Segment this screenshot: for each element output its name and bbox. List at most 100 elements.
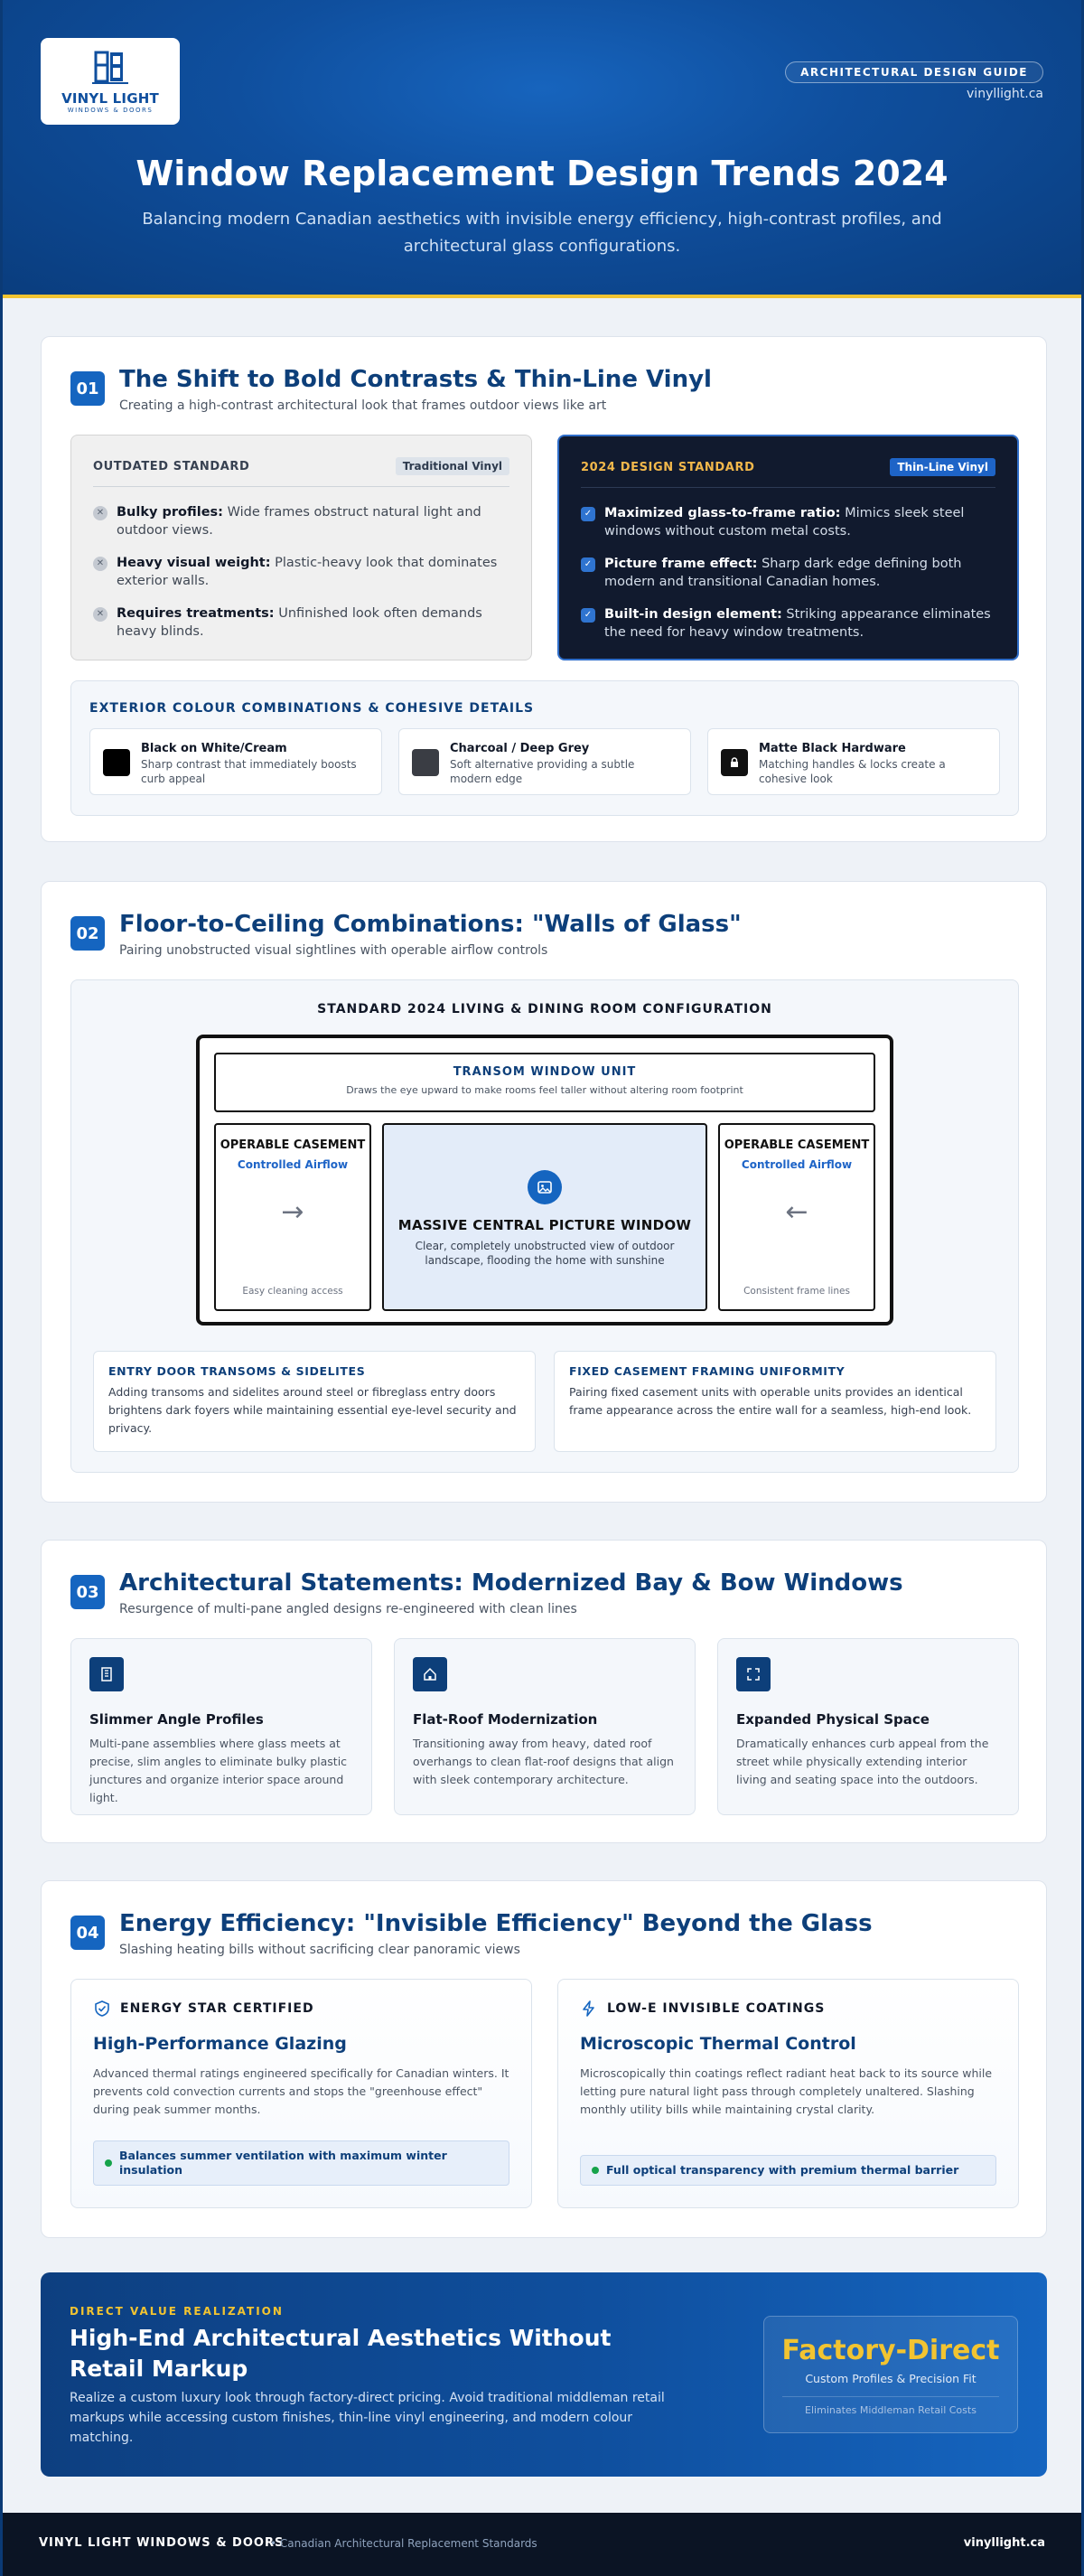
casement-foot: Easy cleaning access	[242, 1286, 343, 1297]
swatch-name: Charcoal / Deep Grey	[450, 742, 590, 755]
logo-tagline: WINDOWS & DOORS	[67, 107, 154, 114]
item-text: Wide frames obstruct natural light and o…	[117, 505, 481, 538]
item-bold: Requires treatments:	[117, 606, 275, 621]
feature-card-flat-roof: Flat-Roof Modernization Transitioning aw…	[394, 1638, 696, 1815]
section-subtitle: Slashing heating bills without sacrifici…	[119, 1943, 520, 1957]
item-bold: Picture frame effect:	[604, 557, 758, 571]
section-thin-line-vinyl: 01 The Shift to Bold Contrasts & Thin-Li…	[41, 336, 1047, 842]
item-bold: Maximized glass-to-frame ratio:	[604, 506, 841, 520]
lightning-icon	[583, 2000, 594, 2017]
swatch-desc: Soft alternative providing a subtle mode…	[450, 758, 635, 785]
lock-icon	[721, 749, 748, 776]
swatch-name: Matte Black Hardware	[759, 742, 906, 755]
feature-card-expanded-space: Expanded Physical Space Dramatically enh…	[717, 1638, 1019, 1815]
window-wall-frame: TRANSOM WINDOW UNIT Draws the eye upward…	[196, 1035, 893, 1325]
factory-direct-cta: DIRECT VALUE REALIZATION High-End Archit…	[41, 2272, 1047, 2477]
casement-right: OPERABLE CASEMENT Controlled Airflow ← C…	[718, 1123, 875, 1311]
section-energy-efficiency: 04 Energy Efficiency: "Invisible Efficie…	[41, 1880, 1047, 2238]
section-title: The Shift to Bold Contrasts & Thin-Line …	[119, 366, 712, 393]
card-label: 2024 DESIGN STANDARD	[581, 460, 755, 474]
energy-card-glazing: ENERGY STAR CERTIFIED High-Performance G…	[70, 1979, 532, 2208]
check-icon: ✓	[581, 608, 595, 623]
section-number: 01	[70, 371, 105, 406]
x-icon: ✕	[93, 607, 107, 622]
cta-desc: Realize a custom luxury look through fac…	[70, 2391, 665, 2445]
footer-site-link[interactable]: vinyllight.ca	[963, 2536, 1045, 2550]
diagram-title: STANDARD 2024 LIVING & DINING ROOM CONFI…	[317, 1002, 772, 1016]
item-text: Mimics sleek steel windows without custo…	[604, 506, 965, 539]
header-site-link[interactable]: vinyllight.ca	[967, 87, 1043, 101]
section-subtitle: Pairing unobstructed visual sightlines w…	[119, 943, 548, 958]
arrow-left-icon: ←	[785, 1196, 808, 1228]
card-desc: Microscopically thin coatings reflect ra…	[580, 2066, 993, 2116]
casement-title: OPERABLE CASEMENT	[220, 1138, 366, 1152]
cta-box-note: Eliminates Middleman Retail Costs	[805, 2404, 977, 2416]
swatch-card-black-white: Black on White/Cream Sharp contrast that…	[89, 728, 382, 795]
x-icon: ✕	[93, 506, 107, 520]
section-number: 04	[70, 1916, 105, 1950]
feature-card-slim-angles: Slimmer Angle Profiles Multi-pane assemb…	[70, 1638, 372, 1815]
list-item: ✓ Maximized glass-to-frame ratio: Mimics…	[581, 504, 995, 540]
card-tag: Thin-Line Vinyl	[890, 458, 995, 476]
transom-desc: Draws the eye upward to make rooms feel …	[346, 1084, 743, 1096]
factory-direct-box[interactable]: Factory-Direct Custom Profiles & Precisi…	[763, 2316, 1018, 2433]
list-item: ✕ Heavy visual weight: Plastic-heavy loo…	[93, 554, 509, 590]
item-text: Plastic-heavy look that dominates exteri…	[117, 556, 498, 588]
feature-title: Flat-Roof Modernization	[413, 1711, 598, 1728]
feature-desc: Dramatically enhances curb appeal from t…	[736, 1737, 989, 1786]
item-bold: Bulky profiles:	[117, 505, 223, 520]
section-title: Floor-to-Ceiling Combinations: "Walls of…	[119, 911, 742, 938]
color-swatch	[103, 749, 130, 776]
footer-brand: VINYL LIGHT WINDOWS & DOORS	[39, 2536, 285, 2550]
window-logo-icon	[92, 51, 128, 84]
swatch-card-charcoal: Charcoal / Deep Grey Soft alternative pr…	[398, 728, 691, 795]
list-item: ✕ Requires treatments: Unfinished look o…	[93, 604, 509, 641]
note-title: ENTRY DOOR TRANSOMS & SIDELITES	[108, 1364, 366, 1378]
note-desc: Adding transoms and sidelites around ste…	[108, 1385, 517, 1435]
configuration-diagram-panel: STANDARD 2024 LIVING & DINING ROOM CONFI…	[70, 979, 1019, 1473]
footer: VINYL LIGHT WINDOWS & DOORS • Canadian A…	[3, 2513, 1081, 2576]
page-title: Window Replacement Design Trends 2024	[136, 154, 948, 193]
colour-combinations-panel: EXTERIOR COLOUR COMBINATIONS & COHESIVE …	[70, 680, 1019, 816]
card-title: High-Performance Glazing	[93, 2034, 347, 2054]
logo[interactable]: VINYL LIGHT WINDOWS & DOORS	[41, 38, 180, 125]
energy-card-low-e: LOW-E INVISIBLE COATINGS Microscopic The…	[557, 1979, 1019, 2208]
section-number: 02	[70, 916, 105, 951]
panel-title: EXTERIOR COLOUR COMBINATIONS & COHESIVE …	[89, 701, 535, 716]
transom-window-unit: TRANSOM WINDOW UNIT Draws the eye upward…	[214, 1053, 875, 1112]
building-icon	[89, 1657, 124, 1691]
benefit-pill: Balances summer ventilation with maximum…	[93, 2140, 509, 2186]
casement-sub: Controlled Airflow	[237, 1158, 349, 1171]
item-text: Striking appearance eliminates the need …	[604, 607, 991, 640]
x-icon: ✕	[93, 557, 107, 571]
image-icon	[528, 1170, 562, 1204]
swatch-desc: Sharp contrast that immediately boosts c…	[141, 758, 357, 785]
cta-box-sub: Custom Profiles & Precision Fit	[805, 2372, 977, 2385]
arrow-right-icon: →	[281, 1196, 304, 1228]
casement-sub: Controlled Airflow	[741, 1158, 853, 1171]
casement-foot: Consistent frame lines	[743, 1286, 850, 1297]
card-label: ENERGY STAR CERTIFIED	[120, 2001, 314, 2016]
guide-badge: ARCHITECTURAL DESIGN GUIDE	[785, 61, 1043, 83]
feature-desc: Transitioning away from heavy, dated roo…	[413, 1737, 674, 1786]
cta-box-title: Factory-Direct	[781, 2335, 1000, 2366]
swatch-name: Black on White/Cream	[141, 742, 287, 755]
list-item: ✕ Bulky profiles: Wide frames obstruct n…	[93, 503, 509, 539]
card-tag: Traditional Vinyl	[395, 457, 509, 475]
list-item: ✓ Built-in design element: Striking appe…	[581, 605, 995, 642]
expand-icon	[736, 1657, 771, 1691]
check-icon: ✓	[581, 557, 595, 572]
card-label: OUTDATED STANDARD	[93, 459, 250, 473]
item-bold: Built-in design element:	[604, 607, 782, 622]
section-walls-of-glass: 02 Floor-to-Ceiling Combinations: "Walls…	[41, 881, 1047, 1503]
note-card-fixed-casement: FIXED CASEMENT FRAMING UNIFORMITY Pairin…	[554, 1351, 996, 1452]
swatch-card-hardware: Matte Black Hardware Matching handles & …	[707, 728, 1000, 795]
transom-title: TRANSOM WINDOW UNIT	[453, 1065, 637, 1079]
casement-title: OPERABLE CASEMENT	[724, 1138, 870, 1152]
section-title: Energy Efficiency: "Invisible Efficiency…	[119, 1910, 873, 1937]
divider	[782, 2396, 999, 2397]
picture-desc: Clear, completely unobstructed view of o…	[415, 1240, 675, 1267]
picture-title: MASSIVE CENTRAL PICTURE WINDOW	[397, 1217, 692, 1233]
check-icon: ✓	[581, 507, 595, 521]
